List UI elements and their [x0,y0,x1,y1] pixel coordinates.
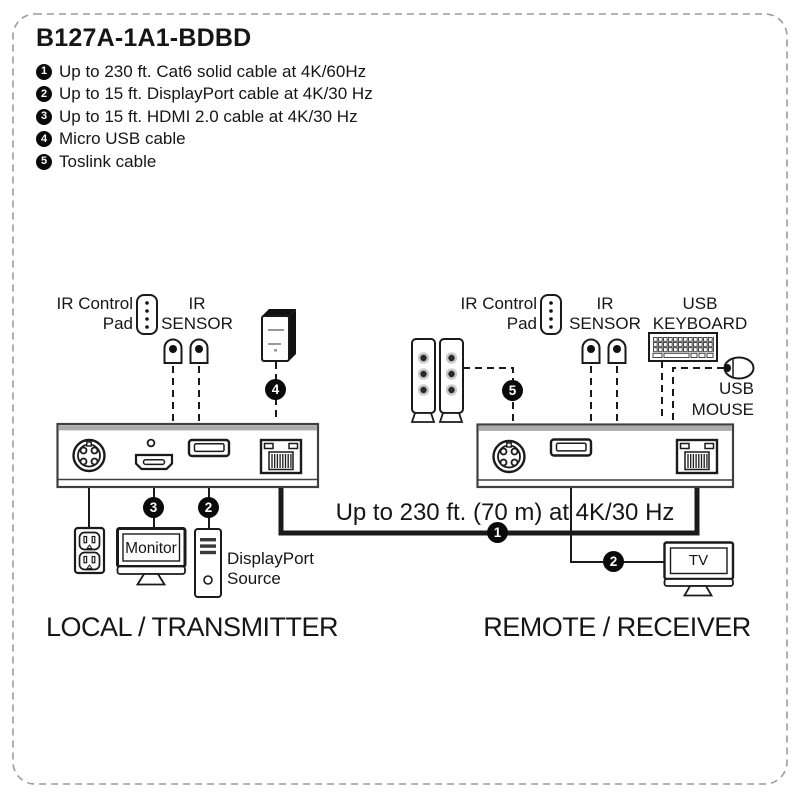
monitor-label: Monitor [125,540,177,557]
legend-marker-1: 1 [36,63,52,80]
cable-marker-dp-local: 2 [198,497,219,518]
monitor-icon [116,527,187,586]
legend-item: 1 Up to 230 ft. Cat6 solid cable at 4K/6… [36,61,373,81]
wall-outlet-icon [73,526,106,575]
din-power-port-icon-left [72,438,106,473]
ir-sensor-icon-right-2 [607,338,627,364]
displayport-port-icon-left [187,438,231,458]
usb-mouse-icon [723,356,755,380]
ir-control-pad-label-right: IR Control Pad [460,294,537,333]
ir-control-pad-icon-right [540,294,562,335]
legend-item: 2 Up to 15 ft. DisplayPort cable at 4K/3… [36,84,373,103]
legend-text-4: Micro USB cable [59,129,186,148]
legend-text-2: Up to 15 ft. DisplayPort cable at 4K/30 … [59,84,373,103]
legend-item: 5 Toslink cable [36,151,373,171]
cat6-run-label: Up to 230 ft. (70 m) at 4K/30 Hz [335,499,675,526]
usb-power-adapter-icon [261,309,296,362]
din-power-port-icon-right [492,439,526,474]
displayport-cable-remote [570,455,664,563]
legend-text-1: Up to 230 ft. Cat6 solid cable at 4K/60H… [59,61,367,81]
cable-marker-usb-power: 4 [265,379,286,400]
ir-sensor-icon-left-1 [163,338,183,364]
toslink-cable [463,367,514,421]
cable-marker-cat6: 1 [487,522,508,543]
usb-keyboard-label: USB KEYBOARD [652,294,748,333]
cable-marker-dp-remote: 2 [603,551,624,572]
displayport-port-icon-right [549,438,593,457]
speakers-icon [410,338,464,423]
legend-item: 4 Micro USB cable [36,129,373,148]
section-label-local: LOCAL / TRANSMITTER [46,612,339,642]
ir-sensor-label-left: IR SENSOR [161,294,233,333]
legend-text-3: Up to 15 ft. HDMI 2.0 cable at 4K/30 Hz [59,106,358,126]
rj45-port-icon-right [675,438,719,475]
page-title: B127A-1A1-BDBD [36,24,252,52]
cable-marker-toslink: 5 [502,380,523,401]
rj45-port-icon-left [259,438,303,475]
displayport-source-tower-icon [194,528,222,598]
hdmi-port-icon [134,453,174,471]
usb-keyboard-icon [648,332,718,362]
displayport-source-label: DisplayPort Source [227,549,314,588]
mouse-cable [672,367,724,421]
legend-marker-5: 5 [36,153,52,170]
section-label-remote: REMOTE / RECEIVER [483,612,751,642]
tv-label: TV [688,552,709,569]
page-border [12,13,788,785]
usb-mouse-label: USB MOUSE [691,379,754,419]
ir-control-pad-label-left: IR Control Pad [56,294,133,333]
ir-sensor-label-right: IR SENSOR [569,294,641,333]
cable-marker-hdmi: 3 [143,497,164,518]
legend-text-5: Toslink cable [59,151,157,171]
cable-legend: 1 Up to 230 ft. Cat6 solid cable at 4K/6… [36,61,373,176]
legend-marker-4: 4 [36,131,52,147]
ir-sensor-icon-left-2 [189,338,209,364]
ir-control-pad-icon-left [136,294,158,335]
legend-marker-2: 2 [36,86,52,102]
legend-item: 3 Up to 15 ft. HDMI 2.0 cable at 4K/30 H… [36,106,373,126]
ir-sensor-icon-right-1 [581,338,601,364]
legend-marker-3: 3 [36,108,52,125]
tv-icon [663,541,735,597]
led-indicator [146,438,156,448]
